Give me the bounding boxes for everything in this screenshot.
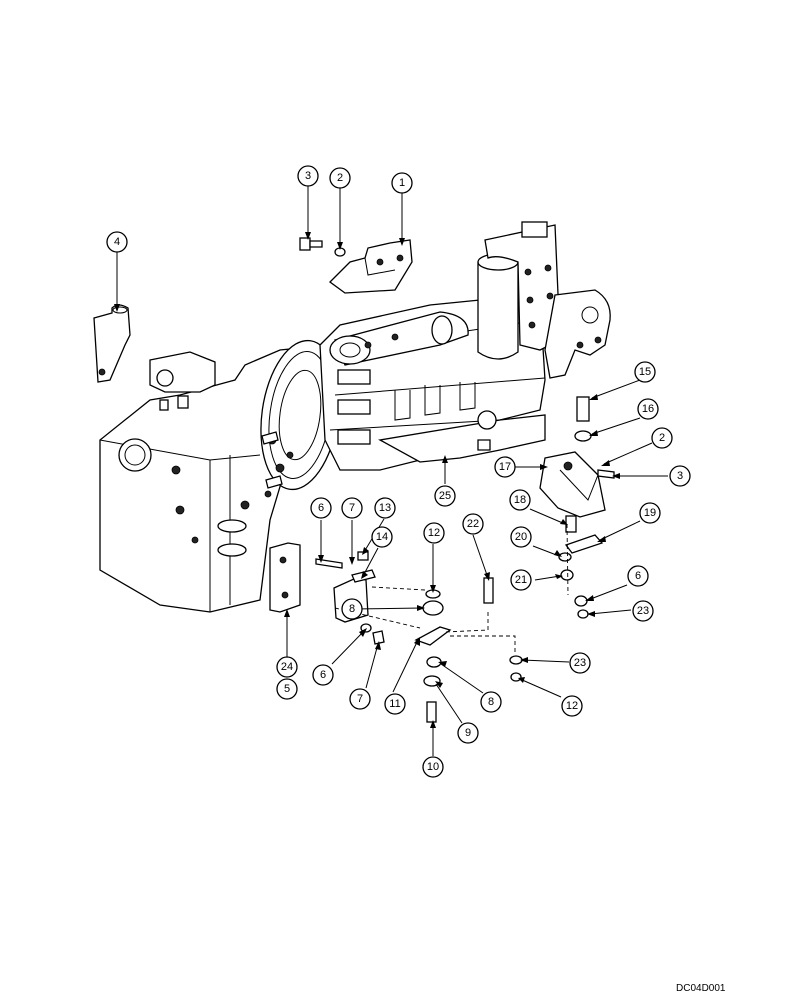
svg-text:23: 23: [637, 605, 649, 617]
part-18-bolt: [565, 515, 577, 533]
callout-24: 24: [276, 656, 298, 678]
callout-14: 14: [371, 526, 393, 548]
svg-text:24: 24: [281, 661, 293, 673]
arrowheads: [114, 232, 620, 728]
callout-22: 22: [462, 513, 484, 535]
svg-text:7: 7: [349, 502, 355, 514]
part-22-bolt: [483, 577, 494, 604]
callout-15: 15: [634, 361, 656, 383]
callout-21: 21: [510, 569, 532, 591]
callout-2-right: 2: [651, 427, 673, 449]
svg-text:17: 17: [499, 461, 511, 473]
callout-7-left-bottom: 7: [349, 688, 371, 710]
svg-text:6: 6: [320, 669, 326, 681]
callout-16: 16: [637, 398, 659, 420]
part-21-insulator: [560, 569, 574, 581]
svg-text:22: 22: [467, 518, 479, 530]
part-3-bolt-top: [299, 237, 323, 251]
svg-text:19: 19: [644, 507, 656, 519]
leader-lines: [116, 186, 668, 756]
svg-text:14: 14: [376, 531, 388, 543]
svg-text:1: 1: [399, 177, 405, 189]
part-8-insulator-upper: [422, 600, 444, 616]
svg-text:2: 2: [337, 172, 343, 184]
svg-text:20: 20: [515, 531, 527, 543]
part-7-bolt-lower: [372, 630, 385, 645]
callout-8-lower: 8: [480, 691, 502, 713]
svg-text:10: 10: [427, 761, 439, 773]
callout-18: 18: [509, 489, 531, 511]
part-4-bracket: [93, 304, 131, 383]
svg-text:2: 2: [659, 432, 665, 444]
callout-19: 19: [639, 502, 661, 524]
svg-text:4: 4: [114, 236, 120, 248]
callout-6-left-top: 6: [310, 497, 332, 519]
callout-5: 5: [276, 678, 298, 700]
callout-2-top: 2: [329, 167, 351, 189]
callout-6-right: 6: [627, 565, 649, 587]
part-16-washer: [574, 430, 592, 442]
callout-12-center: 12: [423, 522, 445, 544]
svg-text:9: 9: [465, 727, 471, 739]
svg-text:12: 12: [566, 700, 578, 712]
svg-text:7: 7: [357, 693, 363, 705]
callout-7-left-top: 7: [341, 497, 363, 519]
part-20-washer: [558, 552, 572, 562]
svg-text:6: 6: [318, 502, 324, 514]
callout-23-right: 23: [632, 600, 654, 622]
callout-9: 9: [457, 722, 479, 744]
part-15-bolt: [576, 396, 590, 422]
part-12-nut-lower: [510, 672, 522, 682]
callout-25: 25: [434, 485, 456, 507]
callout-20: 20: [510, 526, 532, 548]
part-11-plate: [414, 626, 452, 646]
filter-housing: [477, 221, 611, 379]
part-3-bolt-right: [597, 469, 615, 479]
svg-text:5: 5: [284, 683, 290, 695]
callout-12-lower: 12: [561, 695, 583, 717]
svg-text:13: 13: [379, 502, 391, 514]
part-10-bolt: [426, 701, 437, 723]
svg-text:23: 23: [574, 657, 586, 669]
svg-text:18: 18: [514, 494, 526, 506]
svg-text:21: 21: [515, 574, 527, 586]
drawing-code-label: DC04D001: [676, 983, 726, 994]
svg-text:12: 12: [428, 527, 440, 539]
svg-text:3: 3: [677, 470, 683, 482]
callout-1: 1: [391, 172, 413, 194]
callout-6-left-bottom: 6: [312, 664, 334, 686]
part-7-bolt-left: [315, 558, 343, 569]
svg-text:25: 25: [439, 490, 451, 502]
callout-13: 13: [374, 497, 396, 519]
svg-text:8: 8: [488, 696, 494, 708]
part-9-washer: [423, 675, 441, 687]
callout-11: 11: [384, 693, 406, 715]
callout-8-upper: 8: [341, 598, 363, 620]
svg-text:3: 3: [305, 170, 311, 182]
callout-10: 10: [422, 756, 444, 778]
part-19-plate: [564, 534, 604, 554]
svg-text:6: 6: [635, 570, 641, 582]
callout-3-right: 3: [669, 465, 691, 487]
callout-17: 17: [494, 456, 516, 478]
part-1-bracket: [329, 239, 413, 294]
part-24-plate: [269, 542, 301, 613]
part-17-bracket: [539, 451, 606, 518]
part-23-nut-right: [577, 609, 589, 619]
callout-4: 4: [106, 231, 128, 253]
svg-text:11: 11: [389, 698, 400, 710]
svg-text:15: 15: [639, 366, 651, 378]
svg-text:16: 16: [642, 403, 654, 415]
callout-3-top: 3: [297, 165, 319, 187]
callout-23-lower: 23: [569, 652, 591, 674]
svg-text:8: 8: [349, 603, 355, 615]
